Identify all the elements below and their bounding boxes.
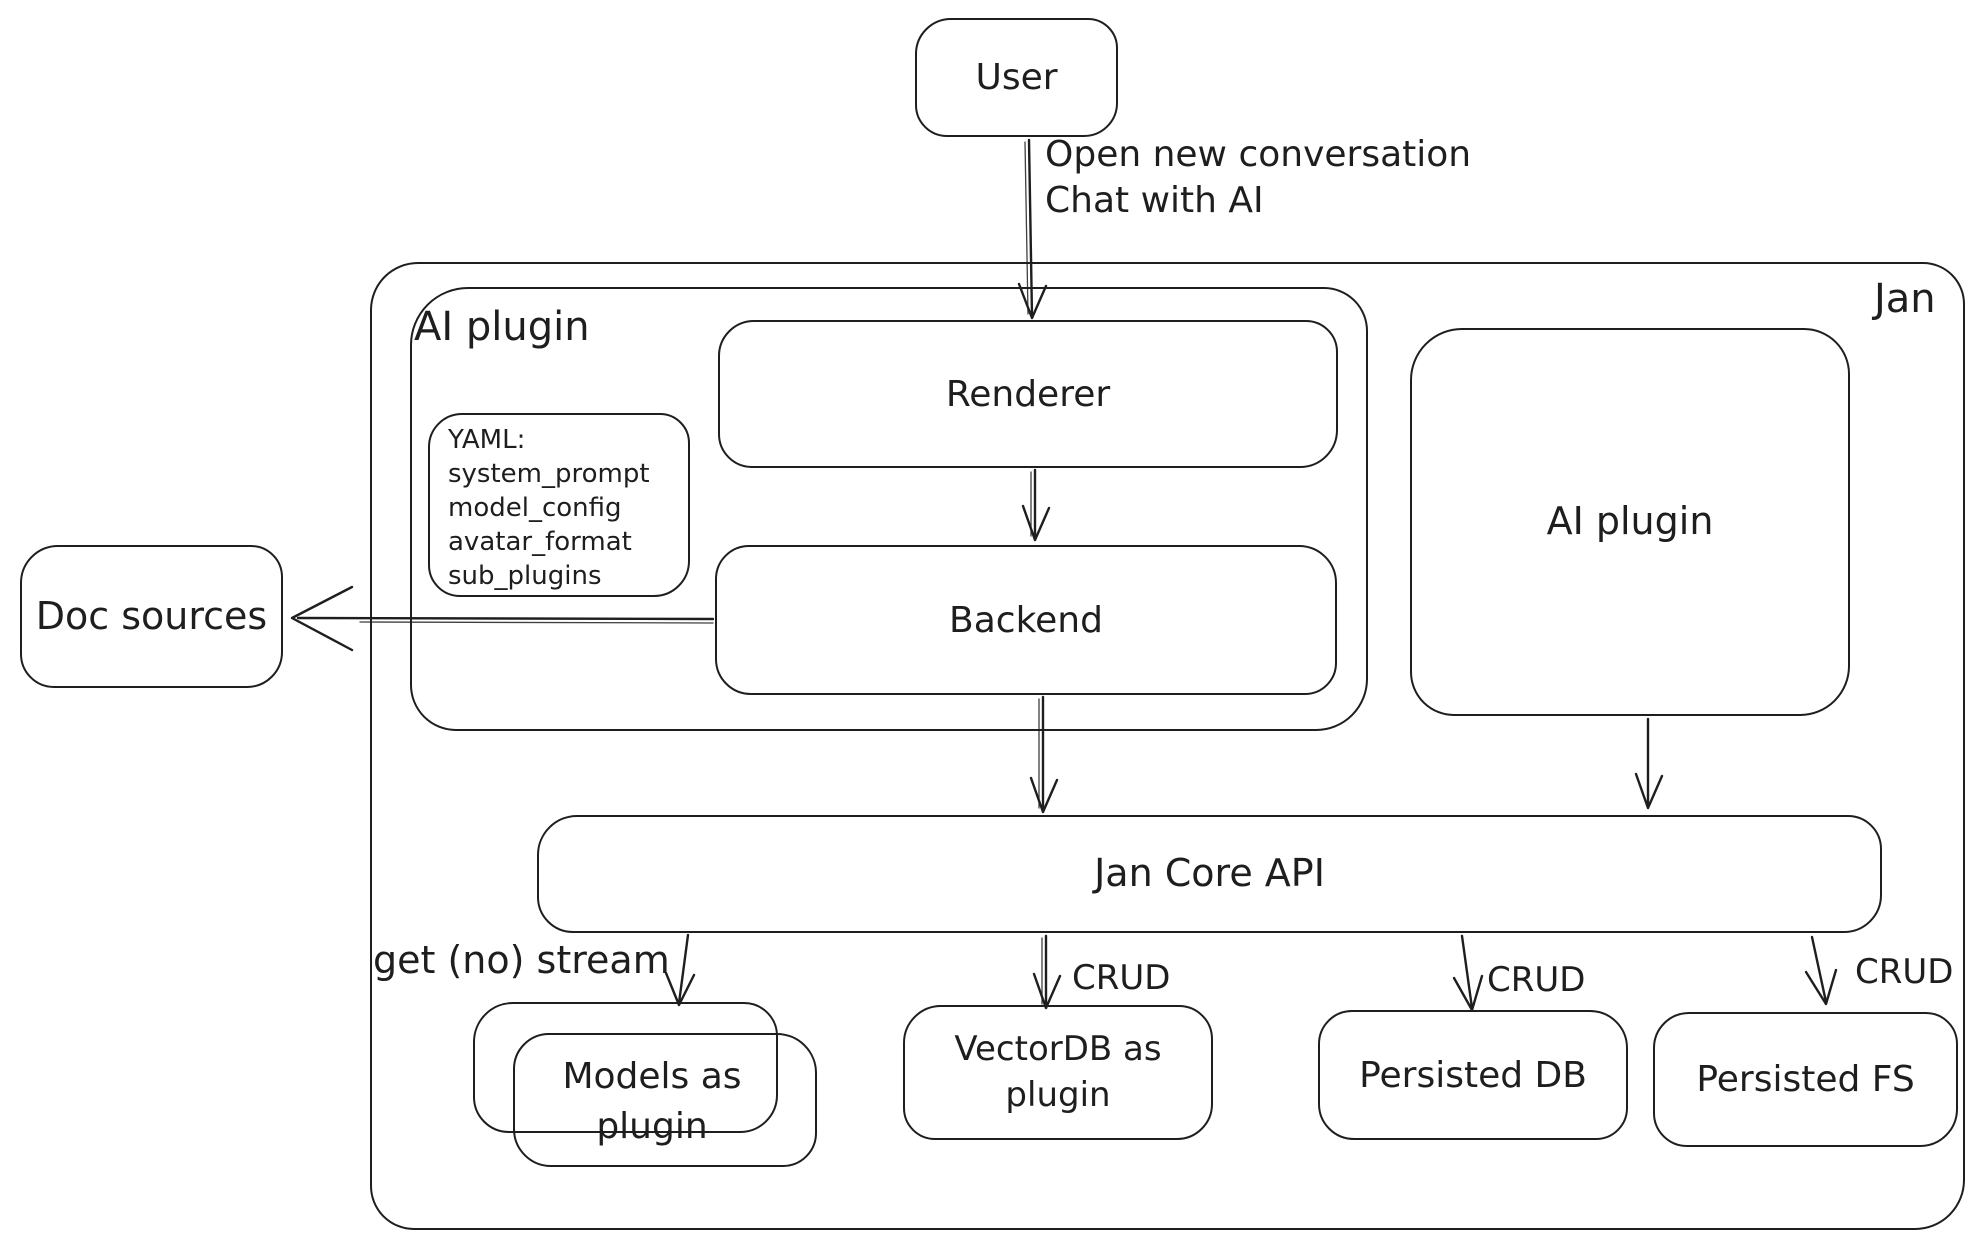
yaml-note-text: YAML: system_prompt model_config avatar_…: [448, 423, 680, 593]
node-models-as-plugin-label: Models as plugin: [562, 1056, 742, 1147]
node-backend-label: Backend: [949, 599, 1103, 641]
node-user-label: User: [975, 57, 1058, 98]
ai-plugin-container-label: AI plugin: [414, 304, 590, 350]
node-doc-sources-label: Doc sources: [35, 593, 268, 638]
edge-label-user-to-renderer: Open new conversation Chat with AI: [1045, 132, 1471, 224]
yaml-line: YAML:: [448, 425, 526, 455]
jan-container-label: Jan: [1874, 276, 1936, 322]
yaml-note: YAML: system_prompt model_config avatar_…: [428, 413, 690, 597]
ai-plugin-container: [410, 287, 1368, 731]
edge-label-line: Chat with AI: [1045, 180, 1264, 221]
node-renderer: Renderer: [718, 320, 1338, 468]
node-doc-sources: Doc sources: [20, 545, 283, 688]
node-backend: Backend: [715, 545, 1337, 695]
node-jan-core-api-label: Jan Core API: [1094, 851, 1325, 896]
node-vectordb-as-plugin: VectorDB as plugin: [903, 1005, 1213, 1140]
yaml-line: model_config: [448, 493, 622, 523]
edge-label-line: Open new conversation: [1045, 134, 1472, 175]
node-persisted-fs: Persisted FS: [1653, 1012, 1958, 1147]
node-vectordb-as-plugin-label: VectorDB as plugin: [954, 1028, 1162, 1115]
yaml-line: avatar_format: [448, 527, 632, 557]
node-persisted-db-label: Persisted DB: [1359, 1054, 1587, 1096]
node-ai-plugin-right: AI plugin: [1410, 328, 1850, 716]
node-persisted-fs-label: Persisted FS: [1696, 1059, 1915, 1100]
edge-label-crud-persisted-fs: CRUD: [1855, 952, 1954, 992]
node-ai-plugin-right-label: AI plugin: [1546, 499, 1714, 544]
node-user: User: [915, 18, 1118, 137]
node-jan-core-api: Jan Core API: [537, 815, 1882, 933]
yaml-line: sub_plugins: [448, 561, 602, 591]
node-persisted-db: Persisted DB: [1318, 1010, 1628, 1140]
node-models-as-plugin-front: [513, 1033, 817, 1167]
yaml-line: system_prompt: [448, 459, 650, 489]
edge-label-get-no-stream: get (no) stream: [373, 938, 670, 982]
node-renderer-label: Renderer: [945, 373, 1111, 415]
edge-label-crud-persisted-db: CRUD: [1487, 960, 1586, 1000]
edge-label-crud-vectordb: CRUD: [1072, 958, 1171, 998]
jan-container: [370, 262, 1965, 1230]
